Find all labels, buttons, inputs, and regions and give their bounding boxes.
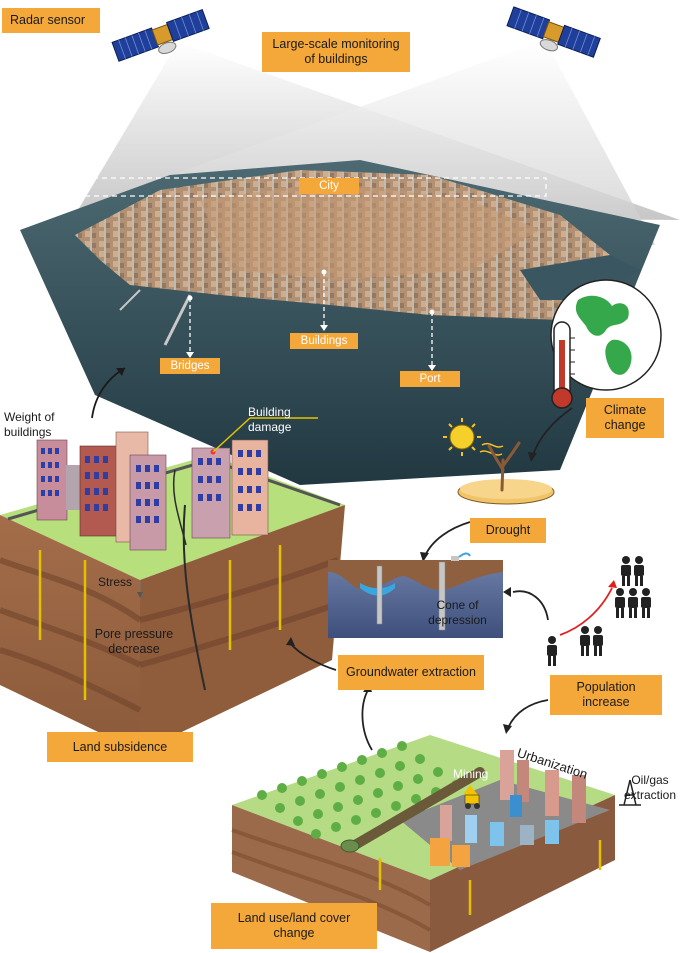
monitoring-text: Large-scale monitoring of buildings [272,37,400,66]
bridges-text: Bridges [170,360,210,372]
arrow-icon [420,552,429,562]
land-use-block [231,735,641,952]
growth-arrow [559,587,613,636]
globe-icon [550,279,662,391]
people-icon [547,556,651,666]
thermometer-icon [551,321,575,409]
mining-text: Mining [453,767,488,782]
dry-ground [460,479,552,499]
city-tag: City [299,178,359,194]
arrow-icon [289,642,337,671]
groundwater-extraction-text: Groundwater extraction [346,665,476,679]
arrow-icon [507,699,549,729]
satellite-icon [506,6,601,58]
population-increase-label: Population increase [550,675,662,715]
city-text: City [319,180,339,192]
arrow-icon [424,521,471,557]
arrow-icon [503,724,512,734]
mining-label: Mining [453,767,489,781]
pore-pressure-label: Pore pressure decrease [94,627,174,656]
city-outline [83,177,547,197]
drought-label: Drought [470,518,546,543]
damage-pointer [212,417,251,453]
city-map [20,160,660,485]
growth-arrow [608,580,617,588]
arrow-icon [503,587,511,597]
weight-of-buildings-text: Weight of buildings [4,410,84,440]
bridges-tag: Bridges [160,358,220,374]
climate-change-label: Climate change [586,398,664,438]
arrow-icon [532,407,573,456]
pore-pressure-text: Pore pressure decrease [93,627,175,657]
arrow-icon [116,368,125,376]
port-tag: Port [400,371,460,387]
land-use-label: Land use/land cover change [211,903,377,949]
groundwater-extraction-label: Groundwater extraction [338,655,484,690]
building-damage-text: Building damage [248,405,318,435]
oil-gas-label: Oil/gas extraction [623,773,677,802]
satellite-icon [111,8,210,62]
building-damage-label: Building damage [248,405,292,434]
cone-text: Cone of depression [410,598,505,628]
buildings-text: Buildings [300,335,348,347]
port-text: Port [419,373,441,385]
arrow-icon [528,452,537,462]
stress-text: Stress [98,575,132,590]
map-pointers [189,272,433,368]
arrow-icon [361,689,373,751]
monitoring-label: Large-scale monitoring of buildings [262,32,410,72]
cone-of-depression [328,552,503,638]
high-rise-buildings [36,431,269,551]
buildings-tag: Buildings [290,333,358,349]
arrow-icon [512,590,549,621]
land-use-text: Land use/land cover change [237,911,351,940]
pointer-dots [186,269,436,371]
sun-icon [443,418,504,456]
oil-gas-text: Oil/gas extraction [616,773,684,803]
arrow-icon [286,637,295,646]
land-subsidence-label: Land subsidence [47,732,193,762]
land-subsidence-text: Land subsidence [72,739,168,754]
stress-label: Stress [98,575,133,589]
radar-sensor-text: Radar sensor [10,13,86,27]
population-increase-text: Population increase [576,680,636,709]
dead-tree-icon [487,441,521,492]
climate-change-text: Climate change [603,403,647,432]
cone-label: Cone of depression [428,598,487,627]
weight-of-buildings-label: Weight of buildings [4,410,55,439]
radar-sensor-label: Radar sensor [2,8,100,33]
drought-text: Drought [485,523,531,537]
